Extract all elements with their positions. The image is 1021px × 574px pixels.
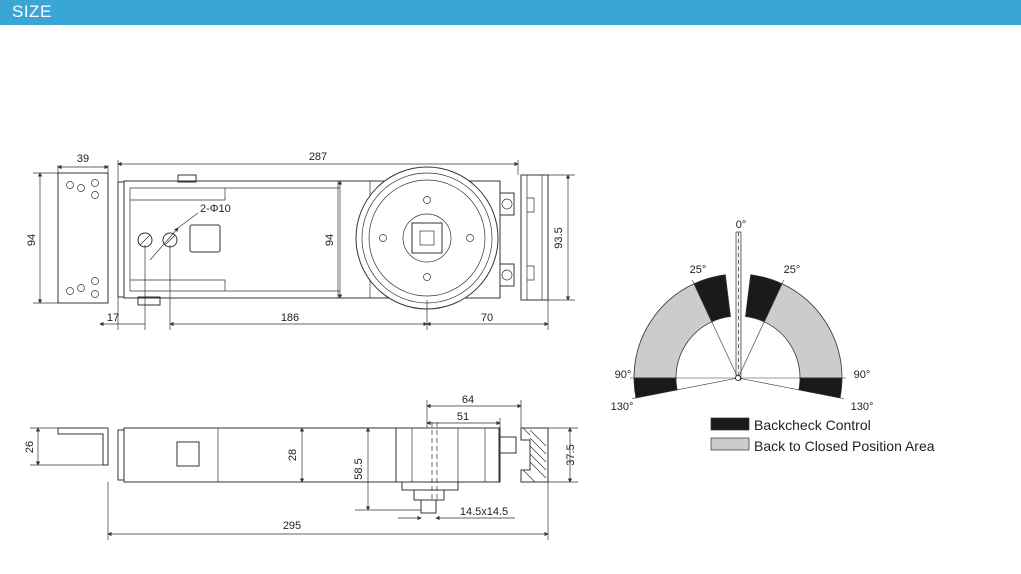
- section-header: SIZE: [0, 0, 1021, 25]
- pivot-point: [735, 375, 741, 381]
- angle-ray: [737, 279, 784, 379]
- angle-ray: [631, 377, 739, 399]
- spindle-housing-side: [395, 427, 501, 483]
- plate-hole: [91, 290, 99, 298]
- section-title: SIZE: [12, 2, 52, 21]
- legend-swatch-backcheck: [710, 417, 750, 431]
- dim-plate-height: 94: [26, 234, 38, 246]
- label-25-right: 25°: [784, 264, 801, 276]
- dim-top-64: 64: [462, 394, 474, 406]
- bracket-hole: [501, 269, 513, 281]
- dim-spindle-size: 14.5x14.5: [460, 506, 508, 518]
- dim-plate-width: 39: [77, 153, 89, 165]
- dim-overall-length: 287: [309, 151, 327, 163]
- body-outline: [129, 187, 340, 292]
- plate-hole: [77, 184, 85, 192]
- plate-hole: [66, 287, 74, 295]
- spindle-collar: [413, 489, 445, 501]
- side-end-plate: [520, 427, 549, 483]
- side-nub: [499, 436, 517, 454]
- label-130-left: 130°: [611, 401, 634, 413]
- legend-label-closing: Back to Closed Position Area: [754, 438, 935, 454]
- dim-top-51: 51: [457, 411, 469, 423]
- plate-hole: [77, 284, 85, 292]
- plate-hole: [91, 277, 99, 285]
- side-end-cap: [117, 429, 125, 481]
- end-plate-slots: [527, 197, 535, 281]
- legend-label-backcheck: Backcheck Control: [754, 417, 871, 433]
- dim-body-depth: 28: [287, 449, 299, 461]
- closing-area-left: [633, 283, 713, 379]
- adjust-window: [189, 224, 221, 253]
- screw-slot: [139, 234, 151, 246]
- housing-hole: [423, 273, 431, 281]
- spindle-flange: [402, 213, 452, 263]
- gear-housing-ring: [368, 179, 486, 297]
- screw-slot: [164, 234, 176, 246]
- plate-hole: [91, 179, 99, 187]
- mounting-plate: [57, 172, 109, 304]
- housing-hole: [423, 196, 431, 204]
- dim-offset-left: 17: [107, 312, 119, 324]
- end-plate: [520, 174, 549, 301]
- label-0-deg: 0°: [736, 219, 747, 231]
- top-view: 39 287 94 94 93.5 2-Φ10 17 186 70: [26, 151, 575, 330]
- label-25-left: 25°: [690, 264, 707, 276]
- plate-hole: [66, 181, 74, 189]
- dim-hole-to-center: 186: [281, 312, 299, 324]
- dim-spindle-depth: 58.5: [353, 458, 365, 479]
- dim-hole-spec: 2-Φ10: [200, 203, 231, 215]
- side-body: [123, 427, 500, 483]
- spindle-inner: [419, 230, 435, 246]
- right-bracket-lower: [499, 263, 515, 287]
- dim-right-depth: 37.5: [565, 444, 577, 465]
- side-view: 26 28 58.5 37.5 64 51 14.5x14.5 295: [24, 394, 578, 540]
- closer-body: [123, 180, 501, 299]
- spindle-square: [411, 222, 443, 254]
- closing-area-right: [763, 283, 843, 379]
- label-90-right: 90°: [854, 369, 871, 381]
- bracket-hole: [501, 198, 513, 210]
- dim-total-length: 295: [283, 520, 301, 532]
- hatching: [522, 427, 547, 483]
- side-window: [176, 441, 200, 467]
- right-bracket-upper: [499, 192, 515, 216]
- bottom-tab: [137, 296, 161, 306]
- angle-ray: [737, 377, 845, 399]
- body-end-cap: [117, 181, 125, 298]
- angle-plate: [57, 427, 109, 466]
- spindle-base: [401, 481, 459, 491]
- body-outline: [130, 188, 226, 291]
- label-130-right: 130°: [851, 401, 874, 413]
- dim-plate-depth: 26: [24, 441, 36, 453]
- dim-right-height: 93.5: [553, 227, 565, 248]
- housing-hole: [379, 234, 387, 242]
- dim-body-height: 94: [324, 234, 336, 246]
- backcheck-left-lower: [633, 377, 678, 399]
- gear-housing: [355, 166, 499, 310]
- plate-hole: [91, 191, 99, 199]
- housing-hole: [466, 234, 474, 242]
- end-plate-lines: [526, 175, 543, 300]
- spindle-shaft: [420, 499, 437, 514]
- legend-swatch-closing: [710, 437, 750, 451]
- top-tab: [177, 174, 197, 183]
- backcheck-right-lower: [798, 377, 843, 399]
- angle-diagram: 0° 25° 25° 90° 90° 130° 130° Backcheck C…: [611, 219, 935, 454]
- dim-center-to-end: 70: [481, 312, 493, 324]
- label-90-left: 90°: [615, 369, 632, 381]
- angle-ray: [692, 279, 739, 379]
